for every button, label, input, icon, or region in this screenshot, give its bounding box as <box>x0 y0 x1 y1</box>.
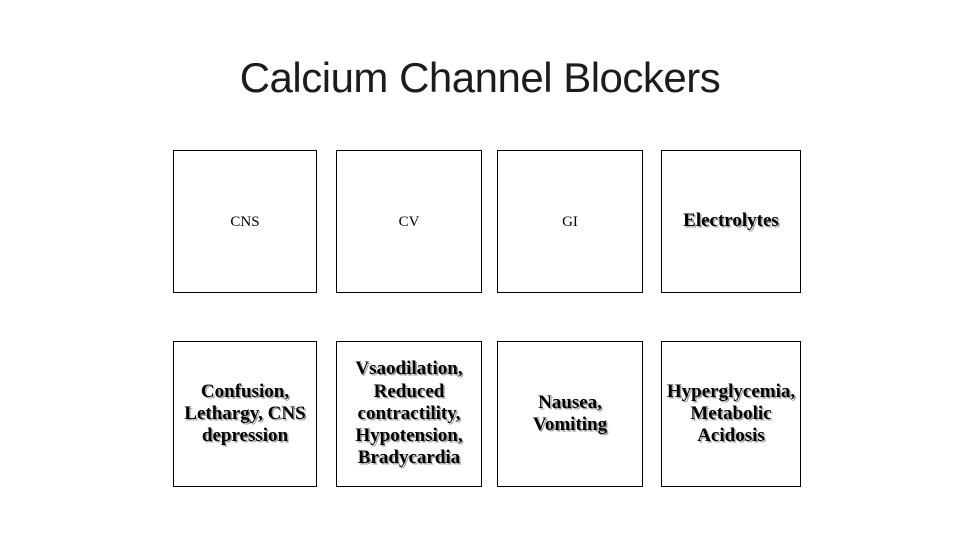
category-label-electrolytes: Electrolytes <box>683 210 779 232</box>
category-box-gi: GI <box>497 150 643 293</box>
category-box-cns: CNS <box>173 150 317 293</box>
detail-text-cns: Confusion, Lethargy, CNS depression <box>184 380 306 447</box>
category-label-cv: CV <box>398 213 420 230</box>
category-label-cns: CNS <box>230 213 260 230</box>
detail-text-electrolytes: Hyperglycemia, Metabolic Acidosis <box>666 380 796 447</box>
detail-box-electrolytes: Hyperglycemia, Metabolic Acidosis <box>661 341 801 487</box>
slide-title: Calcium Channel Blockers <box>239 54 721 101</box>
detail-box-cv: Vsaodilation, Reduced contractility, Hyp… <box>336 341 482 487</box>
detail-box-gi: Nausea, Vomiting <box>497 341 643 487</box>
detail-box-cns: Confusion, Lethargy, CNS depression <box>173 341 317 487</box>
category-box-electrolytes: Electrolytes <box>661 150 801 293</box>
category-box-cv: CV <box>336 150 482 293</box>
detail-text-gi: Nausea, Vomiting <box>532 391 608 435</box>
detail-text-cv: Vsaodilation, Reduced contractility, Hyp… <box>355 358 463 469</box>
category-label-gi: GI <box>562 213 578 230</box>
